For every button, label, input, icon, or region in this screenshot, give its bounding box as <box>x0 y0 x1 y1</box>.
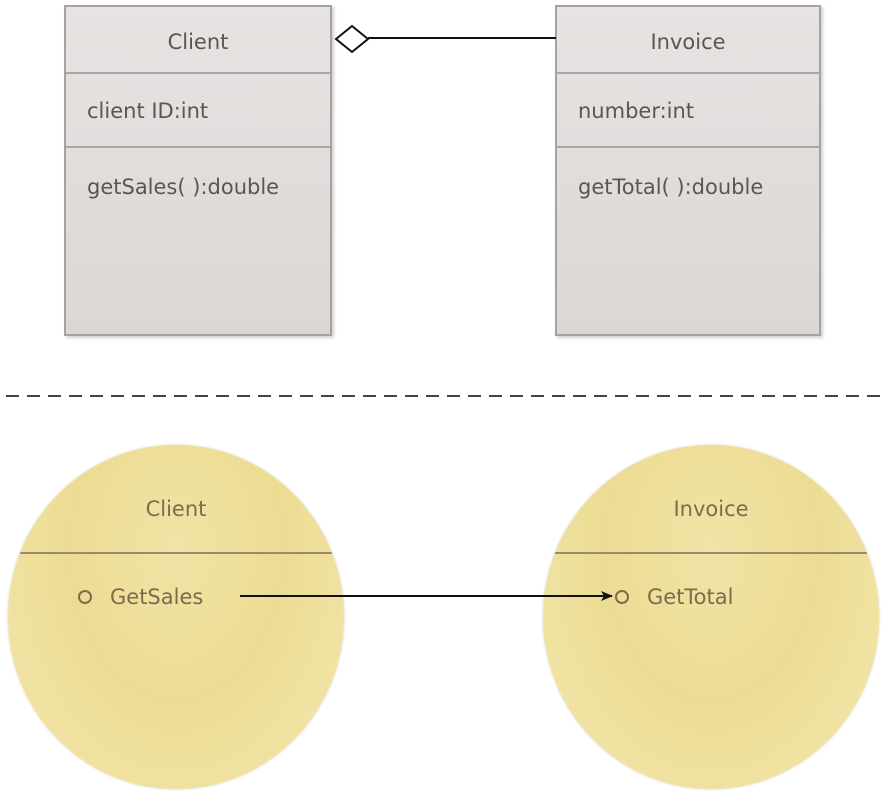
method-port-icon <box>78 589 92 604</box>
client-object-name: Client <box>145 497 207 521</box>
invoice-class-name: Invoice <box>557 7 819 74</box>
invoice-class-attribute: number:int <box>557 74 819 148</box>
invoice-object-method-label: GetTotal <box>647 585 734 609</box>
method-port-icon <box>615 589 629 604</box>
client-object-method-label: GetSales <box>110 585 204 609</box>
invoice-object-name: Invoice <box>673 497 749 521</box>
invoice-object-divider <box>543 552 879 554</box>
client-class-operation: getSales( ):double <box>87 175 280 199</box>
client-object-divider <box>8 552 344 554</box>
client-class-box: Client client ID:int getSales( ):double <box>64 5 332 336</box>
client-class-attribute: client ID:int <box>66 74 330 148</box>
client-object-circle: Client GetSales <box>8 445 344 789</box>
invoice-class-box: Invoice number:int getTotal( ):double <box>555 5 821 336</box>
invoice-class-operation: getTotal( ):double <box>578 175 764 199</box>
aggregation-diamond-icon <box>334 24 370 54</box>
client-object-method: GetSales <box>78 583 203 611</box>
invoice-object-method: GetTotal <box>615 583 733 611</box>
invoice-object-circle: Invoice GetTotal <box>543 445 879 789</box>
client-class-name: Client <box>66 7 330 74</box>
